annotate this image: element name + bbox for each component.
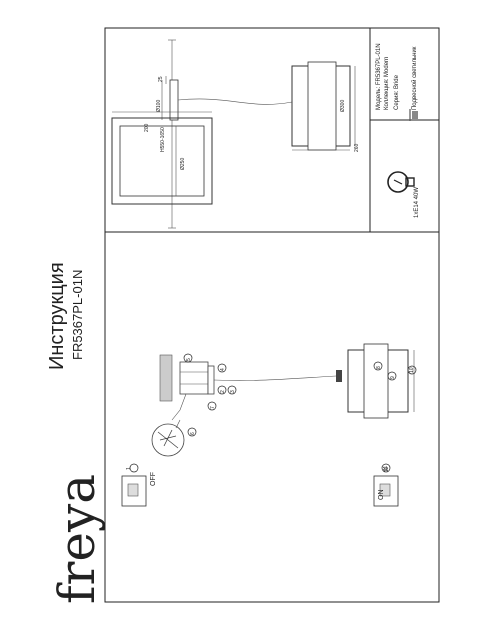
outer-frame xyxy=(104,27,440,603)
callout-num-3: 3 xyxy=(230,390,236,393)
callout-1 xyxy=(129,463,139,473)
callout-num-11: 11 xyxy=(383,465,389,471)
bulb-icon xyxy=(387,171,415,193)
document-title: Инструкция xyxy=(46,262,68,370)
callout-11 xyxy=(381,463,391,473)
callout-num-8: 8 xyxy=(376,366,382,369)
ceiling xyxy=(159,354,173,402)
pendant-type-icon xyxy=(409,109,418,121)
dim-box-w: 200 xyxy=(144,123,150,132)
dim-box-d: Ø250 xyxy=(180,157,186,170)
callout-num-7: 7 xyxy=(210,406,216,409)
callout-6 xyxy=(187,427,197,437)
callout-num-9: 9 xyxy=(390,376,396,379)
model-code: FR5367PL-01N xyxy=(70,269,85,360)
callout-8 xyxy=(373,361,383,371)
bulb-spec: 1xE14 40W xyxy=(414,186,420,218)
spec-model-label: Модель: FR5367PL-01N xyxy=(376,43,382,110)
callout-7 xyxy=(207,401,217,411)
callout-10 xyxy=(407,365,417,375)
spec-type-value: Подвесной светильник xyxy=(412,46,418,110)
dim-canopy-d: Ø100 xyxy=(156,99,162,112)
callout-4 xyxy=(217,363,227,373)
callout-5 xyxy=(183,353,193,363)
dim-height: H550-1650 xyxy=(160,127,166,152)
spec-series-label: Серия: Bride xyxy=(394,75,400,110)
dim-canopy-h: 25 xyxy=(158,76,164,82)
pendant-cord xyxy=(213,375,337,381)
cord xyxy=(177,98,293,105)
callout-2 xyxy=(217,385,227,395)
mounting-bracket xyxy=(179,361,209,395)
callout-num-4: 4 xyxy=(220,368,226,371)
switch-off-label: OFF xyxy=(150,472,157,486)
callout-num-10: 10 xyxy=(409,367,415,373)
dim-shade-h: 260 xyxy=(354,143,360,152)
terminal-detail xyxy=(151,423,185,457)
callout-9 xyxy=(387,371,397,381)
switch-off-icon xyxy=(121,475,147,507)
box-outline xyxy=(111,117,213,205)
callout-num-6: 6 xyxy=(190,432,196,435)
dim-shade-d: Ø300 xyxy=(340,99,346,112)
callout-num-5: 5 xyxy=(186,358,192,361)
canopy xyxy=(169,79,179,121)
brand-logo: freya xyxy=(48,473,106,604)
callout-num-2: 2 xyxy=(220,390,226,393)
callout-3 xyxy=(227,385,237,395)
wires xyxy=(171,393,187,421)
switch-on-icon xyxy=(373,475,399,507)
spec-collection-label: Коллекция: Modern xyxy=(384,56,390,110)
switch-on-label: ON xyxy=(378,489,385,501)
step-label-off: 1 xyxy=(126,467,132,470)
